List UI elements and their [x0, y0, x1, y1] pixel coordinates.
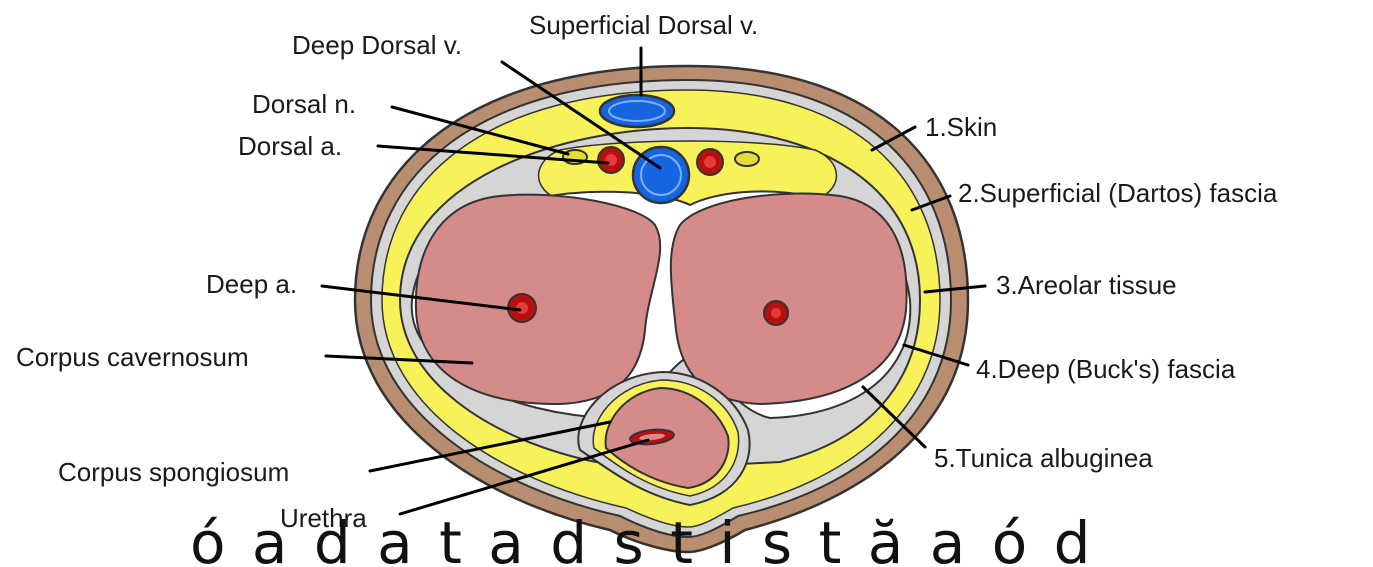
label-dorsal-n: Dorsal n. [252, 89, 356, 119]
dorsal-artery-right-lumen [704, 156, 716, 168]
label-areolar-tissue: 3.Areolar tissue [996, 270, 1177, 300]
label-deep-a: Deep a. [206, 269, 297, 299]
label-corpus-cavernosum: Corpus cavernosum [16, 342, 249, 372]
cropped-bottom-text: ó a d a t a d s t i s t ă a ó d [190, 508, 1090, 567]
dorsal-nerve-right [735, 152, 759, 166]
label-superficial-fascia: 2.Superficial (Dartos) fascia [958, 178, 1278, 208]
label-superficial-dorsal-v: Superficial Dorsal v. [529, 10, 758, 40]
label-corpus-spongiosum: Corpus spongiosum [58, 457, 289, 487]
label-skin: 1.Skin [925, 112, 997, 142]
label-tunica-albuginea: 5.Tunica albuginea [934, 443, 1153, 473]
deep-artery-right-lumen [771, 308, 781, 318]
deep-artery-left-lumen [516, 302, 528, 314]
label-deep-fascia: 4.Deep (Buck's) fascia [976, 354, 1236, 384]
corpus-cavernosum-left [416, 195, 660, 404]
corpus-cavernosum-right [671, 194, 907, 404]
label-deep-dorsal-v: Deep Dorsal v. [292, 30, 462, 60]
label-dorsal-a: Dorsal a. [238, 131, 342, 161]
superficial-dorsal-vein [600, 95, 674, 127]
